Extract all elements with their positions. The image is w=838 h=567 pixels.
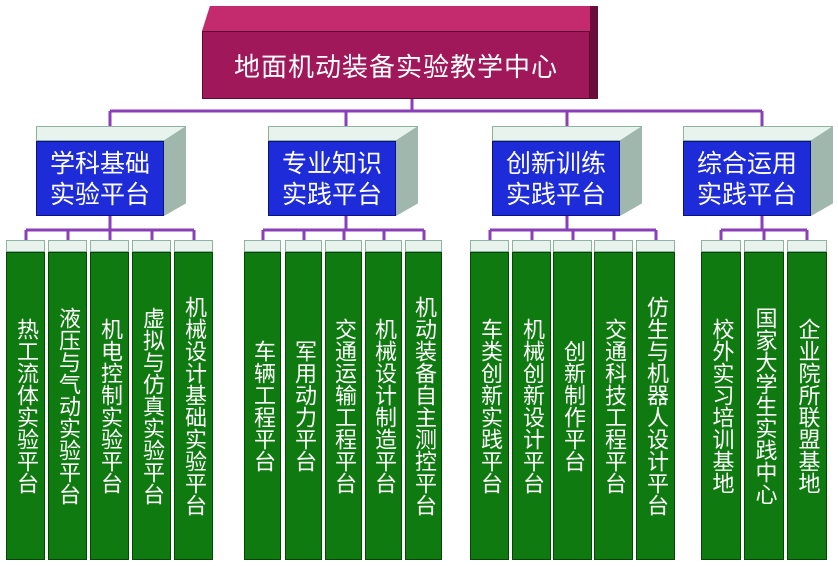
root-box-top-face [202, 6, 598, 31]
leaf-label: 创新制作平台 [553, 252, 592, 560]
category-box-top-face [683, 126, 833, 141]
leaf-label: 机动装备自主测控平台 [405, 252, 442, 560]
category-box-top-face [36, 126, 186, 141]
leaf-label: 机械创新设计平台 [512, 252, 551, 560]
leaf-box: 机械创新设计平台 [512, 240, 551, 560]
leaf-label: 虚拟与仿真实验平台 [132, 252, 171, 560]
leaf-box: 虚拟与仿真实验平台 [132, 240, 171, 560]
root-box-side-face [590, 6, 598, 99]
leaf-label: 交通运输工程平台 [325, 252, 362, 560]
leaf-box: 国家大学生实践中心 [744, 240, 784, 560]
leaf-label: 仿生与机器人设计平台 [636, 252, 675, 560]
category-box-side-face [620, 126, 642, 216]
category-box-1: 专业知识 实践平台 [268, 126, 418, 216]
leaf-label: 机械设计基础实验平台 [174, 252, 213, 560]
leaf-box-top-face [285, 240, 322, 252]
leaf-box: 交通科技工程平台 [594, 240, 633, 560]
category-label-line-1: 综合运用 [696, 148, 797, 178]
category-label-line-2: 实践平台 [696, 179, 797, 209]
category-box-side-face [396, 126, 418, 216]
leaf-box-top-face [325, 240, 362, 252]
leaf-box-top-face [636, 240, 675, 252]
leaf-label: 热工流体实验平台 [6, 252, 45, 560]
leaf-box-top-face [244, 240, 281, 252]
category-box-top-face [268, 126, 418, 141]
leaf-box-top-face [594, 240, 633, 252]
leaf-label: 校外实习培训基地 [701, 252, 741, 560]
category-label-line-1: 专业知识 [281, 148, 382, 178]
category-label: 综合运用 实践平台 [683, 141, 811, 216]
leaf-label: 液压与气动实验平台 [48, 252, 87, 560]
leaf-box: 交通运输工程平台 [325, 240, 362, 560]
category-box-2: 创新训练 实践平台 [492, 126, 642, 216]
leaf-box-top-face [132, 240, 171, 252]
category-box-0: 学科基础 实验平台 [36, 126, 186, 216]
category-label: 专业知识 实践平台 [268, 141, 396, 216]
leaf-box-top-face [744, 240, 784, 252]
leaf-label: 车辆工程平台 [244, 252, 281, 560]
leaf-box-top-face [470, 240, 509, 252]
leaf-box-top-face [553, 240, 592, 252]
leaf-label: 军用动力平台 [285, 252, 322, 560]
leaf-box-top-face [174, 240, 213, 252]
category-label-line-1: 创新训练 [505, 148, 606, 178]
leaf-label: 机械设计制造平台 [365, 252, 402, 560]
leaf-box-top-face [6, 240, 45, 252]
category-label-line-2: 实践平台 [505, 179, 606, 209]
leaf-box: 液压与气动实验平台 [48, 240, 87, 560]
leaf-box: 创新制作平台 [553, 240, 592, 560]
leaf-box: 校外实习培训基地 [701, 240, 741, 560]
leaf-box-top-face [701, 240, 741, 252]
leaf-box-top-face [48, 240, 87, 252]
leaf-box-top-face [90, 240, 129, 252]
leaf-box: 热工流体实验平台 [6, 240, 45, 560]
leaf-box: 机械设计制造平台 [365, 240, 402, 560]
leaf-box: 机动装备自主测控平台 [405, 240, 442, 560]
category-label: 创新训练 实践平台 [492, 141, 620, 216]
leaf-box: 机电控制实验平台 [90, 240, 129, 560]
category-label: 学科基础 实验平台 [36, 141, 164, 216]
category-label-line-2: 实验平台 [49, 179, 150, 209]
leaf-label: 车类创新实践平台 [470, 252, 509, 560]
leaf-label: 企业院所联盟基地 [787, 252, 827, 560]
category-box-side-face [811, 126, 833, 216]
leaf-box: 机械设计基础实验平台 [174, 240, 213, 560]
leaf-box-top-face [787, 240, 827, 252]
leaf-label: 交通科技工程平台 [594, 252, 633, 560]
leaf-box: 仿生与机器人设计平台 [636, 240, 675, 560]
leaf-box-top-face [365, 240, 402, 252]
root-box: 地面机动装备实验教学中心 [202, 6, 598, 99]
category-box-side-face [164, 126, 186, 216]
category-box-3: 综合运用 实践平台 [683, 126, 833, 216]
category-box-top-face [492, 126, 642, 141]
root-title: 地面机动装备实验教学中心 [202, 31, 590, 99]
leaf-box: 企业院所联盟基地 [787, 240, 827, 560]
leaf-box-top-face [405, 240, 442, 252]
category-label-line-2: 实践平台 [281, 179, 382, 209]
leaf-box: 车类创新实践平台 [470, 240, 509, 560]
leaf-box-top-face [512, 240, 551, 252]
leaf-label: 机电控制实验平台 [90, 252, 129, 560]
leaf-label: 国家大学生实践中心 [744, 252, 784, 560]
leaf-box: 军用动力平台 [285, 240, 322, 560]
leaf-box: 车辆工程平台 [244, 240, 281, 560]
category-label-line-1: 学科基础 [49, 148, 150, 178]
